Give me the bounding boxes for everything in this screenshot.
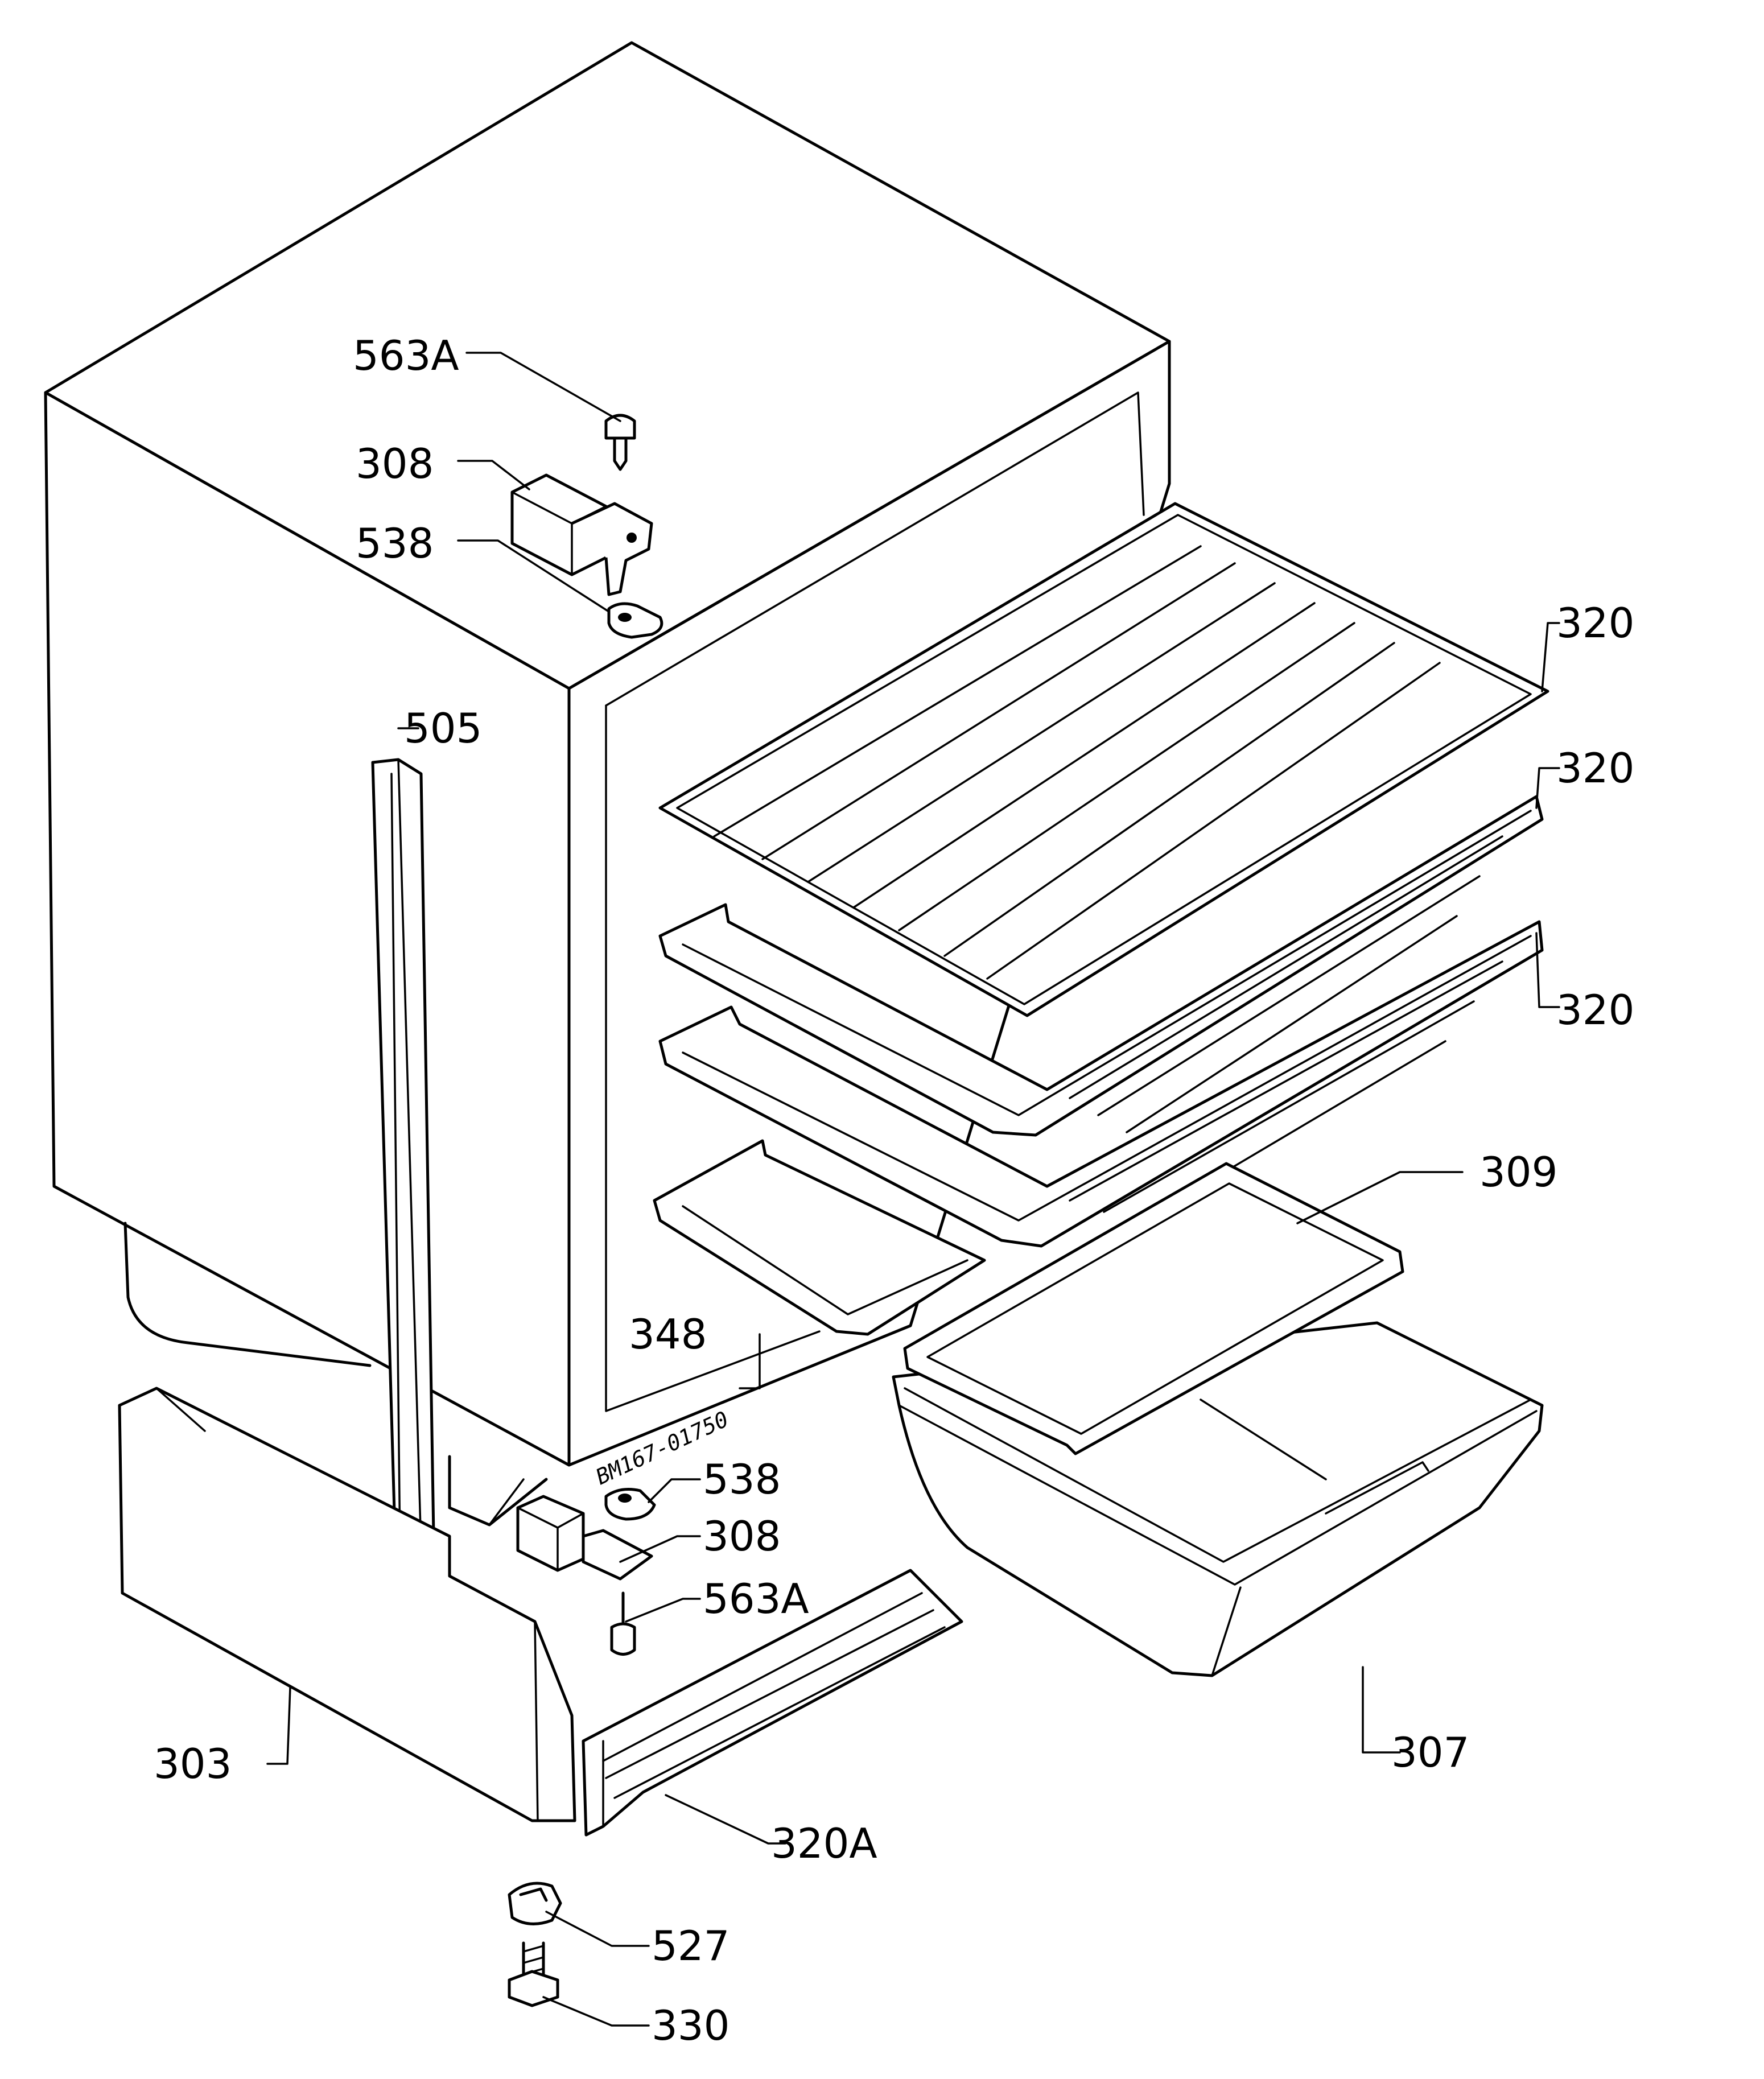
label-308-top: 308 [356,440,434,488]
adjustable-foot-527 [508,1882,562,1925]
label-320-c: 320 [1556,986,1634,1034]
label-320-b: 320 [1556,744,1634,792]
label-330: 330 [652,2002,729,2049]
bottom-washer-538 [604,1488,656,1521]
label-303: 303 [154,1740,232,1788]
shelf-320-bottom [658,920,1544,1248]
tray-348 [653,1139,986,1336]
shelf-320-top [658,502,1549,1017]
grille-320a [582,1569,963,1837]
top-washer-538 [607,602,663,639]
label-505: 505 [404,704,482,752]
bottom-hinge-308 [516,1495,653,1581]
plinth-303 [118,1387,576,1822]
label-309: 309 [1479,1148,1557,1196]
label-563a-top: 563A [353,332,459,380]
label-538-top: 538 [356,519,434,567]
leader-lines [266,352,1560,2027]
label-307: 307 [1391,1729,1469,1776]
leveling-screw-330 [508,1941,559,2007]
bottom-screw-563a [610,1591,636,1656]
shelf-320-middle [658,795,1544,1137]
label-320a: 320A [771,1820,877,1867]
label-563a-bottom: 563A [703,1575,809,1623]
top-screw-563a [604,414,636,471]
top-hinge-308 [510,473,653,596]
label-320-a: 320 [1556,599,1634,647]
crisper-lid-309 [903,1162,1404,1455]
label-527: 527 [652,1922,729,1970]
label-348: 348 [629,1310,707,1358]
label-308-bottom: 308 [703,1512,781,1560]
label-538-bottom: 538 [703,1455,781,1503]
callout-labels: 563A 308 538 505 320 320 320 309 348 538… [154,332,1634,2049]
